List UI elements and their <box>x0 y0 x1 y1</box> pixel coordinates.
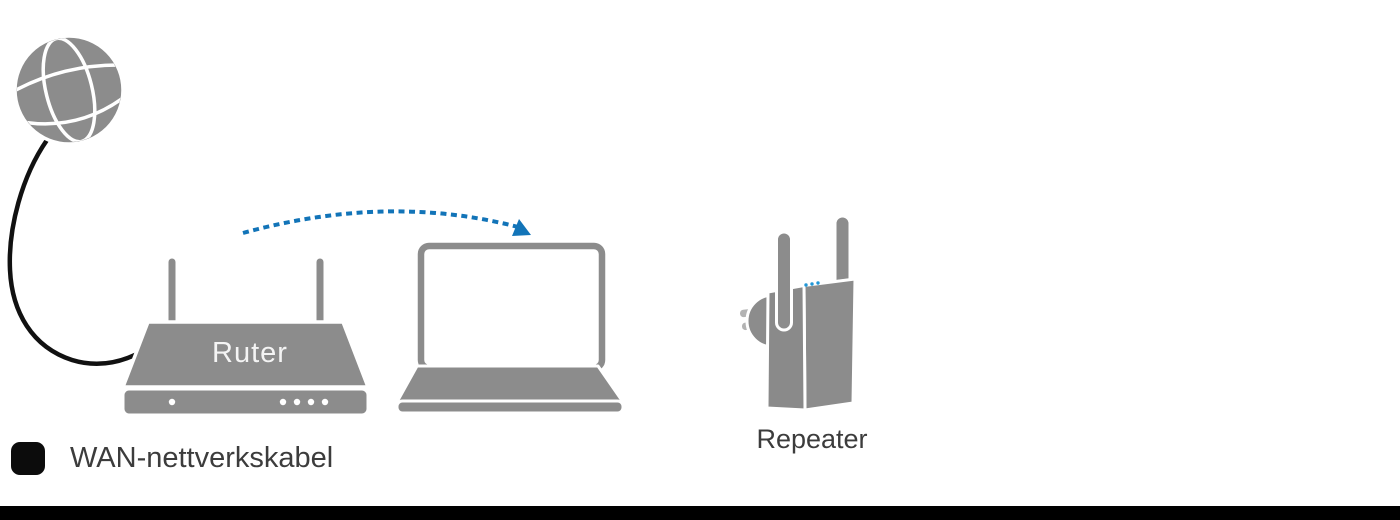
repeater-antenna-right <box>833 214 852 290</box>
wan-cable-swatch <box>11 442 45 475</box>
router-icon <box>121 255 370 417</box>
wifi-signal-arrow-icon <box>242 209 531 236</box>
legend-label: WAN-nettverkskabel <box>70 442 334 474</box>
router-antenna-right <box>313 255 327 329</box>
legend: WAN-nettverkskabel <box>11 442 333 475</box>
router-status-leds <box>168 398 329 406</box>
repeater-side-face <box>802 277 857 412</box>
router-front-panel <box>121 387 370 417</box>
repeater-icon <box>739 214 857 412</box>
router-label: Ruter <box>212 337 288 369</box>
repeater-label: Repeater <box>756 424 868 454</box>
router-body <box>121 320 370 389</box>
repeater-antenna-left <box>775 230 793 332</box>
repeater-leds <box>804 281 820 287</box>
wan-cable-line <box>7 137 144 366</box>
bottom-bar <box>0 506 1400 520</box>
router-antenna-left <box>165 255 179 329</box>
laptop-icon <box>395 242 625 415</box>
internet-globe-icon <box>11 34 125 146</box>
